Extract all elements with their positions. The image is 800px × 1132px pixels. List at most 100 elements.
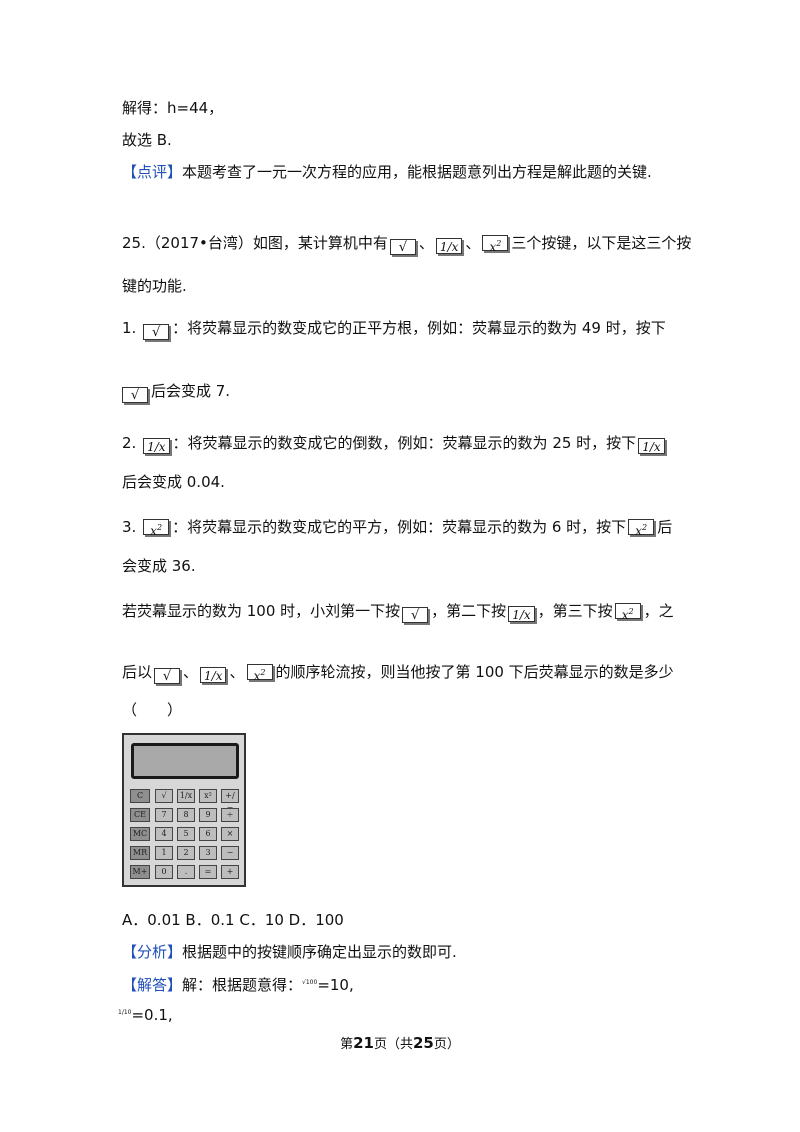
calculator-key: 1: [155, 846, 173, 860]
calculator-key: 2: [177, 846, 195, 860]
question-line-2: 键的功能.: [122, 276, 187, 296]
question-head: 25.（2017•台湾）如图，某计算机中有: [122, 234, 388, 252]
solution-line-2: 1/10=0.1,: [118, 1003, 173, 1025]
page-number: 21: [353, 1034, 374, 1052]
calculator-key: 9: [199, 808, 217, 822]
calculator-key: √: [155, 789, 173, 803]
item-text: ：将荧幕显示的数变成它的倒数，例如：荧幕显示的数为 25 时，按下: [172, 434, 637, 452]
calculator-key: MC: [130, 827, 150, 841]
options-line: A．0.01 B．0.1 C．10 D．100: [122, 910, 344, 930]
math-fragment: √100: [302, 979, 318, 986]
solution-text: =10,: [317, 976, 354, 994]
square-key-icon: x2: [614, 603, 641, 622]
sep: 、: [418, 234, 434, 252]
solution-tag: 【解答】: [122, 976, 183, 994]
question-tail: 三个按键，以下是这三个按: [511, 234, 692, 252]
solution-line: 解得：h=44，: [122, 98, 223, 118]
footer-text: 页（共: [373, 1037, 413, 1052]
calculator-key: x²: [199, 789, 217, 803]
text: ，第三下按: [537, 602, 613, 620]
calculator-key: +: [221, 865, 239, 879]
answer-blank: （ ）: [122, 700, 182, 720]
calculator-screen: [131, 743, 239, 779]
review-line: 【点评】本题考查了一元一次方程的应用，能根据题意列出方程是解此题的关键.: [122, 162, 652, 182]
sep: 、: [183, 663, 199, 681]
key-base: x: [635, 524, 643, 538]
calculator-key: ×: [221, 827, 239, 841]
text: 解得：h=44，: [122, 99, 224, 117]
key-base: x: [621, 608, 629, 622]
calculator-key: 4: [155, 827, 173, 841]
key-base: x: [150, 524, 157, 538]
item-3-cont: 会变成 36.: [122, 556, 196, 576]
calculator-key: =: [199, 865, 217, 879]
text: ，第二下按: [431, 602, 507, 620]
page-total: 25: [413, 1034, 434, 1052]
footer-text: 页）: [433, 1037, 460, 1052]
reciprocal-key-icon: 1/x: [143, 438, 170, 454]
text: 后会变成 7.: [151, 382, 231, 400]
item-number: 3.: [122, 518, 137, 536]
item-text: ：将荧幕显示的数变成它的平方，例如：荧幕显示的数为 6 时，按下: [172, 518, 627, 536]
analysis-text: 根据题中的按键顺序确定出显示的数即可.: [182, 943, 457, 961]
calculator-key: +/−: [221, 789, 239, 812]
text: （ ）: [122, 701, 183, 719]
item-number: 1.: [122, 319, 137, 337]
calculator-key: 8: [177, 808, 195, 822]
options-text: A．0.01 B．0.1 C．10 D．100: [122, 911, 344, 929]
key-exp: 2: [496, 239, 502, 248]
review-text: 本题考查了一元一次方程的应用，能根据题意列出方程是解此题的关键.: [182, 163, 652, 181]
calculator-key: 3: [199, 846, 217, 860]
key-exp: 2: [628, 607, 634, 616]
text: 会变成 36.: [122, 557, 196, 575]
sep: 、: [465, 234, 481, 252]
calculator-key: 5: [177, 827, 195, 841]
key-exp: 2: [260, 668, 266, 677]
text: =0.1,: [131, 1006, 173, 1024]
item-1: 1. √：将荧幕显示的数变成它的正平方根，例如：荧幕显示的数为 49 时，按下: [122, 318, 666, 340]
text: 故选 B.: [122, 131, 172, 149]
calculator-key: ÷: [221, 808, 239, 822]
text: 若荧幕显示的数为 100 时，小刘第一下按: [122, 602, 401, 620]
square-key-icon: x2: [246, 664, 273, 683]
sqrt-key-icon: √: [389, 239, 416, 255]
calculator-key: 1/x: [177, 789, 195, 803]
calculator-key: C: [130, 789, 150, 803]
page-footer: 第21页（共25页）: [0, 1033, 800, 1052]
text: ，之: [643, 602, 674, 620]
analysis-line: 【分析】根据题中的按键顺序确定出显示的数即可.: [122, 942, 457, 962]
item-2-cont: 后会变成 0.04.: [122, 472, 225, 492]
calculator-key: .: [177, 865, 195, 879]
text: 的顺序轮流按，则当他按了第 100 下后荧幕显示的数是多少: [275, 663, 674, 681]
math-fragment: 1/10: [118, 1009, 132, 1016]
item-1-cont: √后会变成 7.: [122, 381, 230, 403]
calculator-key: 6: [199, 827, 217, 841]
sqrt-key-icon: √: [143, 324, 170, 340]
solution-text: 解：根据题意得：: [182, 976, 303, 994]
review-tag: 【点评】: [122, 163, 183, 181]
calculator-key: M+: [130, 865, 150, 879]
square-key-icon: x2: [628, 519, 655, 538]
square-key-icon: x2: [482, 235, 509, 254]
reciprocal-key-icon: 1/x: [638, 438, 665, 454]
calculator-key: 0: [155, 865, 173, 879]
footer-text: 第: [340, 1037, 354, 1052]
text: 后以: [122, 663, 153, 681]
sqrt-key-icon: √: [154, 668, 181, 684]
key-base: x: [489, 240, 497, 254]
reciprocal-key-icon: 1/x: [435, 238, 463, 254]
item-number: 2.: [122, 434, 137, 452]
text: 后: [657, 518, 673, 536]
answer-line: 故选 B.: [122, 130, 172, 150]
square-key-icon: x2: [143, 519, 170, 538]
calculator-key: MR: [130, 846, 150, 860]
sqrt-key-icon: √: [122, 387, 148, 403]
solution-answer-line: 【解答】解：根据题意得：√100=10,: [122, 973, 354, 995]
key-exp: 2: [642, 523, 648, 532]
calculator-key: 7: [155, 808, 173, 822]
